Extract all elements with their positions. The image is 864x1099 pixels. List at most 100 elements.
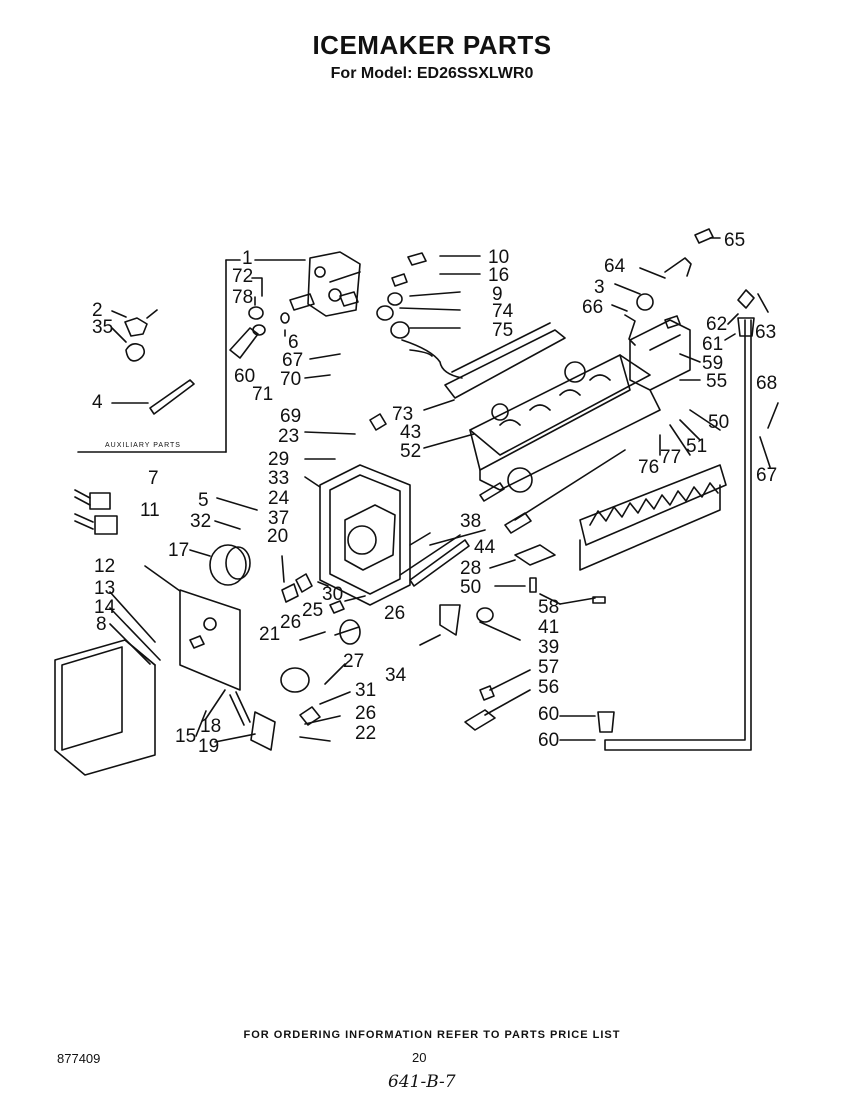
callout-label: 75 <box>492 320 513 341</box>
callout-label: 16 <box>488 265 509 286</box>
callout-label: 11 <box>140 500 160 521</box>
callout-label: 68 <box>756 373 777 394</box>
callout-label: 4 <box>92 392 103 413</box>
callout-label: 34 <box>385 665 407 686</box>
connector-parts <box>74 489 118 535</box>
model-subtitle: For Model: ED26SSXLWR0 <box>330 65 534 82</box>
callout-label: 33 <box>268 468 289 489</box>
callout-leader-lines <box>109 237 779 743</box>
callout-label: 12 <box>94 556 115 577</box>
callout-label: 29 <box>268 449 289 470</box>
callout-label: 18 <box>200 716 221 737</box>
callout-label: 6 <box>288 332 299 353</box>
handwritten-note: 641-B-7 <box>388 1072 456 1092</box>
callout-label: 1 <box>242 248 253 269</box>
callout-label: 38 <box>460 511 481 532</box>
callout-label: 55 <box>706 371 727 392</box>
callout-label: 60 <box>538 704 559 725</box>
callout-label: 7 <box>148 468 159 489</box>
callout-label: 62 <box>706 314 727 335</box>
callout-label: 23 <box>278 426 299 447</box>
callout-label: 73 <box>392 404 413 425</box>
callout-label: 58 <box>538 597 559 618</box>
callout-label: 21 <box>259 624 280 645</box>
callout-label: 26 <box>280 612 301 633</box>
stripper-comb <box>579 464 727 571</box>
callout-label: 24 <box>268 488 290 509</box>
page-title: ICEMAKER PARTS <box>312 30 552 60</box>
callout-label: 50 <box>460 577 481 598</box>
callout-label: 56 <box>538 677 559 698</box>
callout-label: 26 <box>355 703 376 724</box>
right-upper-parts <box>624 228 714 346</box>
callout-label: 69 <box>280 406 301 427</box>
control-housing <box>319 413 461 606</box>
callout-label: 64 <box>604 256 626 277</box>
callout-label: 15 <box>175 726 196 747</box>
callout-label: 72 <box>232 266 253 287</box>
callout-label: 61 <box>702 334 723 355</box>
callout-label: 3 <box>594 277 605 298</box>
timer-motor <box>209 544 251 586</box>
callout-label: 57 <box>538 657 559 678</box>
callout-label: 67 <box>756 465 777 486</box>
small-hardware-parts <box>229 573 361 751</box>
callout-label: 78 <box>232 287 253 308</box>
callout-label: 10 <box>488 247 509 268</box>
callout-label: 70 <box>280 369 301 390</box>
callout-label: 8 <box>96 614 107 635</box>
callout-label: 39 <box>538 637 559 658</box>
callout-label: 77 <box>660 447 681 468</box>
callout-label: 22 <box>355 723 376 744</box>
aux-small-parts <box>229 306 290 359</box>
auxiliary-parts-label: AUXILIARY PARTS <box>105 442 181 449</box>
callout-label: 32 <box>190 511 211 532</box>
fill-tube <box>597 289 755 751</box>
callout-label: 28 <box>460 558 481 579</box>
callout-label: 30 <box>322 584 343 605</box>
document-number: 877409 <box>57 1051 101 1066</box>
callout-label: 26 <box>384 603 405 624</box>
callout-label: 60 <box>234 366 255 387</box>
callout-label: 71 <box>252 384 273 405</box>
callout-label: 76 <box>638 457 659 478</box>
callout-label: 37 <box>268 508 289 529</box>
callout-label: 5 <box>198 490 209 511</box>
callout-label: 66 <box>582 297 603 318</box>
ice-mold-body <box>444 319 691 493</box>
callout-label: 13 <box>94 578 115 599</box>
callout-label: 9 <box>492 284 503 305</box>
callout-label: 59 <box>702 353 723 374</box>
callout-label: 20 <box>267 526 288 547</box>
callout-label: 31 <box>355 680 376 701</box>
aux-valve-part <box>124 309 195 415</box>
callout-label: 14 <box>94 597 116 618</box>
callout-label: 60 <box>538 730 559 751</box>
page-number: 20 <box>412 1050 427 1065</box>
callout-label: 27 <box>343 651 364 672</box>
valve-fittings <box>376 252 463 379</box>
ordering-information-footer: FOR ORDERING INFORMATION REFER TO PARTS … <box>243 1029 621 1041</box>
callout-label: 35 <box>92 317 113 338</box>
callout-label: 41 <box>538 617 559 638</box>
callout-label: 44 <box>474 537 496 558</box>
callout-label: 17 <box>168 540 189 561</box>
callout-label: 74 <box>492 301 514 322</box>
ejector-shaft <box>479 449 626 534</box>
auxiliary-parts-box: AUXILIARY PARTS <box>77 259 241 453</box>
callout-label: 67 <box>282 350 303 371</box>
callout-label: 19 <box>198 736 219 757</box>
callout-numbers: 1 2 35 4 5 6 7 8 9 10 11 12 13 14 15 16 … <box>92 230 777 757</box>
callout-label: 2 <box>92 300 103 321</box>
mid-hardware-parts <box>409 539 606 636</box>
wiring-harness-parts <box>464 685 496 731</box>
callout-label: 51 <box>686 436 707 457</box>
callout-label: 43 <box>400 422 421 443</box>
callout-label: 63 <box>755 322 776 343</box>
callout-label: 25 <box>302 600 323 621</box>
callout-label: 50 <box>708 412 729 433</box>
callout-label: 52 <box>400 441 421 462</box>
callout-label: 65 <box>724 230 745 251</box>
water-valve-assembly <box>289 251 361 317</box>
